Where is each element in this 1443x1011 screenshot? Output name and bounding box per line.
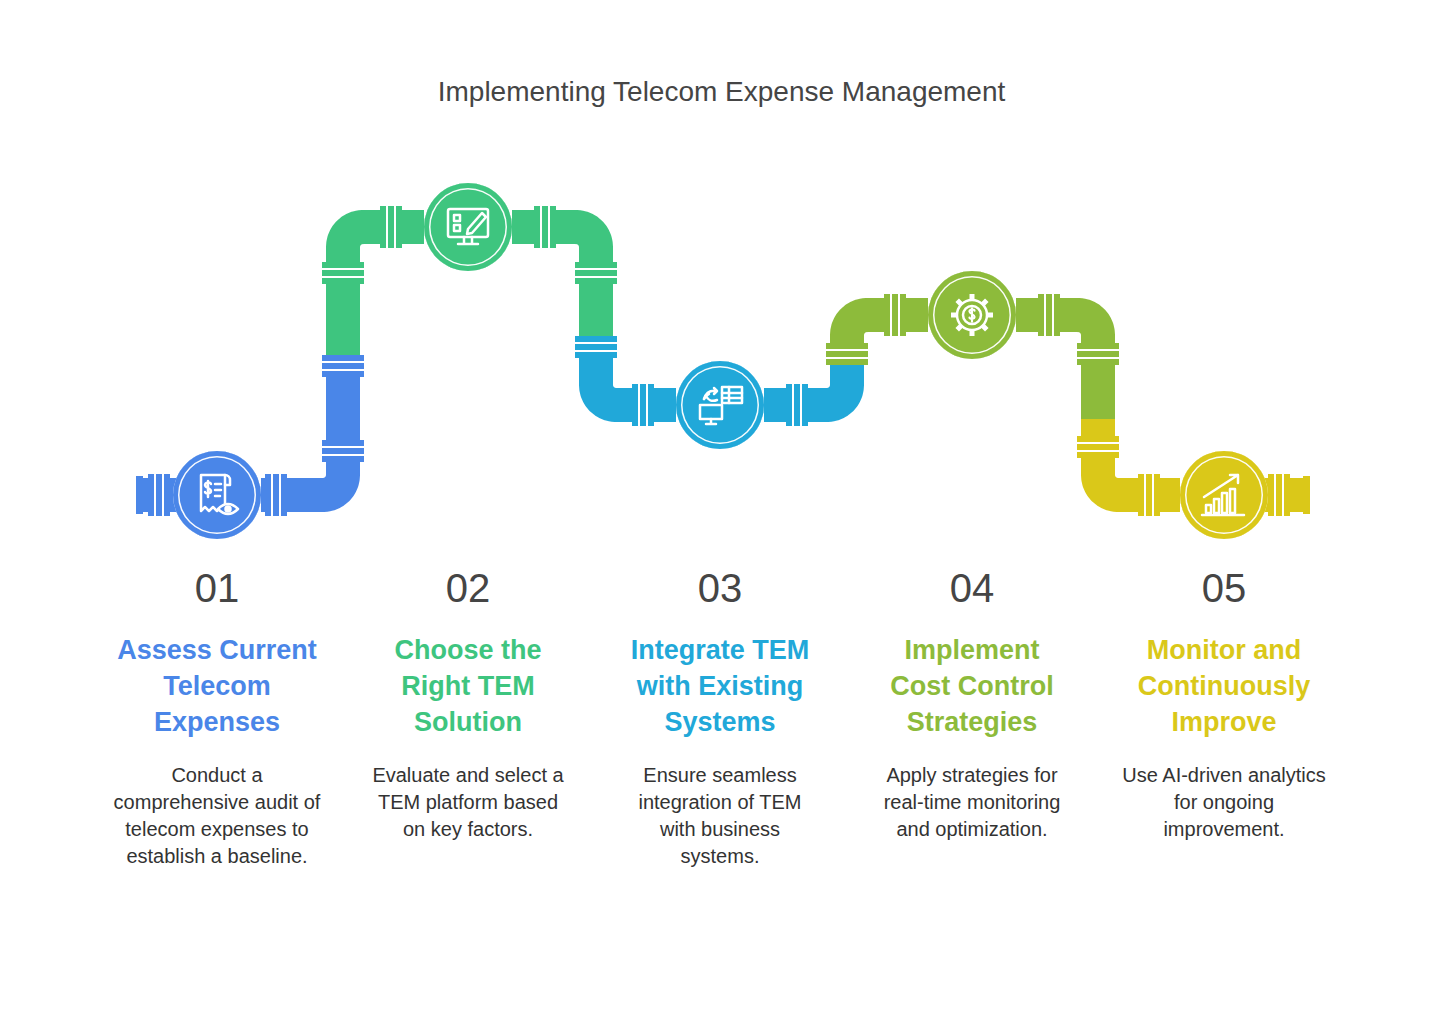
coupling-line <box>1145 474 1153 516</box>
coupling-line <box>1275 474 1283 516</box>
coupling-line <box>1077 443 1119 451</box>
step-heading: Monitor and Continuously Improve <box>1117 632 1332 740</box>
step-heading: Integrate TEM with Existing Systems <box>610 632 830 740</box>
step-description: Ensure seamless integration of TEM with … <box>620 762 820 870</box>
receipt-icon <box>201 475 238 514</box>
receipt-shape <box>201 475 225 511</box>
step-number: 04 <box>872 566 1072 610</box>
chart-bar <box>1222 493 1227 513</box>
step-circle: 02Choose the Right TEM SolutionEvaluate … <box>424 183 512 271</box>
pipe-coupling <box>1138 474 1160 516</box>
pipe-coupling <box>380 206 402 248</box>
coupling-line <box>575 269 617 277</box>
pipe-coupling <box>1268 474 1290 516</box>
monitor-screen <box>700 405 722 419</box>
pipe-end-cap <box>136 476 143 514</box>
pipe-coupling <box>1038 294 1060 336</box>
monitor-screen <box>448 209 488 237</box>
coupling-line <box>575 343 617 351</box>
step-circle: 04Implement Cost Control StrategiesApply… <box>928 271 1016 359</box>
pipe-coupling <box>265 474 287 516</box>
coupling-line <box>155 474 163 516</box>
pipe-connector <box>261 227 424 495</box>
step-number: 02 <box>368 566 568 610</box>
receipt-scroll <box>225 475 230 485</box>
check-box <box>454 225 460 231</box>
pipe-coupling <box>322 262 364 284</box>
coupling-group <box>136 206 1310 516</box>
coupling-line <box>826 350 868 358</box>
gear-hub <box>963 306 981 324</box>
coupling-line <box>272 474 280 516</box>
receipt-lines <box>215 484 221 496</box>
eye-pupil <box>226 507 231 512</box>
check-box <box>454 215 460 221</box>
table-symbol <box>722 387 742 403</box>
step-description: Evaluate and select a TEM platform based… <box>367 762 569 843</box>
dollar-symbol <box>205 481 211 497</box>
coupling-line <box>322 269 364 277</box>
integration-icon <box>700 387 742 424</box>
coupling-line <box>387 206 395 248</box>
step-number: 01 <box>117 566 317 610</box>
gear-dollar-icon <box>951 294 993 336</box>
gear-teeth <box>951 294 993 336</box>
pipe-end-cap <box>1303 476 1310 514</box>
step-description: Use AI-driven analytics for ongoing impr… <box>1115 762 1333 843</box>
step-description: Conduct a comprehensive audit of telecom… <box>103 762 331 870</box>
coupling-line <box>891 294 899 336</box>
pipe-coupling <box>322 440 364 462</box>
gear-ring <box>957 300 987 330</box>
title-area: Implementing Telecom Expense Management <box>0 74 1443 110</box>
step-circle: 01Assess Current Telecom ExpensesConduct… <box>173 451 261 539</box>
chart-bar <box>1206 505 1211 513</box>
step-circle: 05Monitor and Continuously ImproveUse AI… <box>1180 451 1268 539</box>
pipe-coupling <box>575 336 617 358</box>
step-heading: Implement Cost Control Strategies <box>872 632 1072 740</box>
pipe-coupling <box>1077 343 1119 365</box>
step-number: 03 <box>620 566 820 610</box>
coupling-line <box>639 384 647 426</box>
pipe-coupling <box>575 262 617 284</box>
coupling-line <box>322 447 364 455</box>
coupling-line <box>1045 294 1053 336</box>
coupling-line <box>1077 350 1119 358</box>
eye-symbol <box>218 504 238 514</box>
table-grid <box>722 387 742 403</box>
pipe-coupling <box>826 343 868 365</box>
pipe-coupling <box>632 384 654 426</box>
pipe-coupling <box>884 294 906 336</box>
pipe-connector <box>1016 315 1180 495</box>
trend-arrow <box>1204 475 1238 497</box>
monitor-stand <box>706 419 716 424</box>
pipe-coupling <box>322 355 364 377</box>
coupling-line <box>793 384 801 426</box>
diagram-title: Implementing Telecom Expense Management <box>0 74 1443 110</box>
dollar-symbol <box>969 308 974 322</box>
pencil-symbol <box>467 213 486 234</box>
chart-baseline <box>1202 514 1244 517</box>
sync-arrow <box>704 388 717 399</box>
sync-arrow <box>704 394 717 401</box>
connector-group <box>261 227 1180 495</box>
coupling-line <box>322 362 364 370</box>
pipe-coupling <box>534 206 556 248</box>
step-circle: 03Integrate TEM with Existing SystemsEns… <box>676 361 764 449</box>
coupling-line <box>541 206 549 248</box>
step-description: Apply strategies for real-time monitorin… <box>866 762 1078 843</box>
chart-bar <box>1214 499 1219 513</box>
chart-bar <box>1230 489 1235 513</box>
step-number: 05 <box>1124 566 1324 610</box>
pipe-coupling <box>1077 436 1119 458</box>
pipe-coupling <box>786 384 808 426</box>
monitor-edit-icon <box>448 209 488 244</box>
step-heading: Assess Current Telecom Expenses <box>102 632 332 740</box>
pipe-connector <box>512 227 676 405</box>
pipe-coupling <box>148 474 170 516</box>
step-heading: Choose the Right TEM Solution <box>363 632 573 740</box>
monitor-stand <box>458 237 478 244</box>
growth-chart-icon <box>1202 475 1244 515</box>
